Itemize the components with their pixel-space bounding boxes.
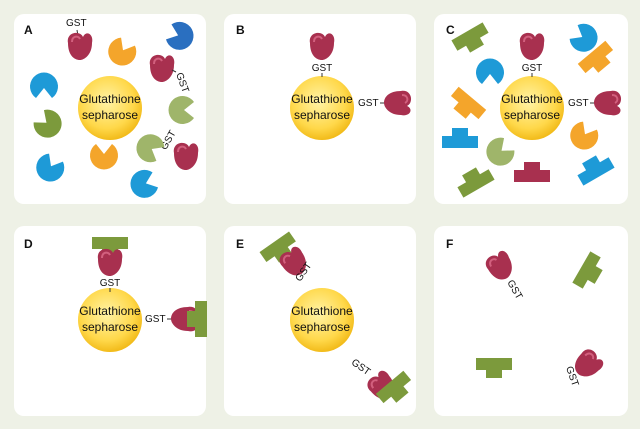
bead-label-line1: Glutathione — [79, 92, 141, 106]
red-target-protein — [514, 162, 550, 182]
orange-target-protein — [450, 86, 487, 120]
bead-label-line1: Glutathione — [291, 92, 353, 106]
bead-label-line2: sepharose — [504, 108, 560, 122]
bead-label-line1: Glutathione — [291, 304, 353, 318]
bead-label-line1: Glutathione — [79, 304, 141, 318]
gst-tag-label: GST — [100, 278, 121, 289]
blue-target-protein — [442, 128, 478, 148]
watermark: 知乎 @洛洛 — [524, 396, 604, 414]
gst-tag-label: GST — [358, 98, 379, 109]
panel-b-content: Glutathione sepharose GST GST — [290, 31, 413, 140]
green-target-protein — [457, 167, 495, 198]
bead-label-line2: sepharose — [294, 320, 350, 334]
panel-label-b: B — [236, 23, 245, 37]
glutathione-bead — [500, 76, 564, 140]
bead-label-line2: sepharose — [82, 320, 138, 334]
gst-tag-label: GST — [522, 63, 543, 74]
panel-d-content: Glutathione sepharose GST GST — [78, 237, 207, 352]
panel-f — [434, 226, 628, 416]
panel-label-c: C — [446, 23, 455, 37]
blue-target-protein — [577, 155, 615, 186]
glutathione-bead — [78, 288, 142, 352]
panel-a-content: Glutathione sepharose GST GST GST — [29, 18, 200, 202]
bead-label-line2: sepharose — [294, 108, 350, 122]
panel-label-e: E — [236, 237, 244, 251]
bead-label-line1: Glutathione — [501, 92, 563, 106]
panel-c-content: Glutathione sepharose GST GST — [442, 19, 623, 198]
panel-label-d: D — [24, 237, 33, 251]
panel-label-a: A — [24, 23, 33, 37]
panel-e-content: Glutathione sepharose GST GST — [259, 231, 417, 410]
glutathione-bead — [78, 76, 142, 140]
glutathione-bead — [290, 288, 354, 352]
panel-label-f: F — [446, 237, 453, 251]
gst-tag-label: GST — [312, 63, 333, 74]
gst-tag-label: GST — [568, 98, 589, 109]
gst-tag-label: GST — [66, 18, 87, 29]
orange-target-protein — [577, 40, 614, 74]
bead-label-line2: sepharose — [82, 108, 138, 122]
gst-tag-label: GST — [145, 314, 166, 325]
glutathione-bead — [290, 76, 354, 140]
